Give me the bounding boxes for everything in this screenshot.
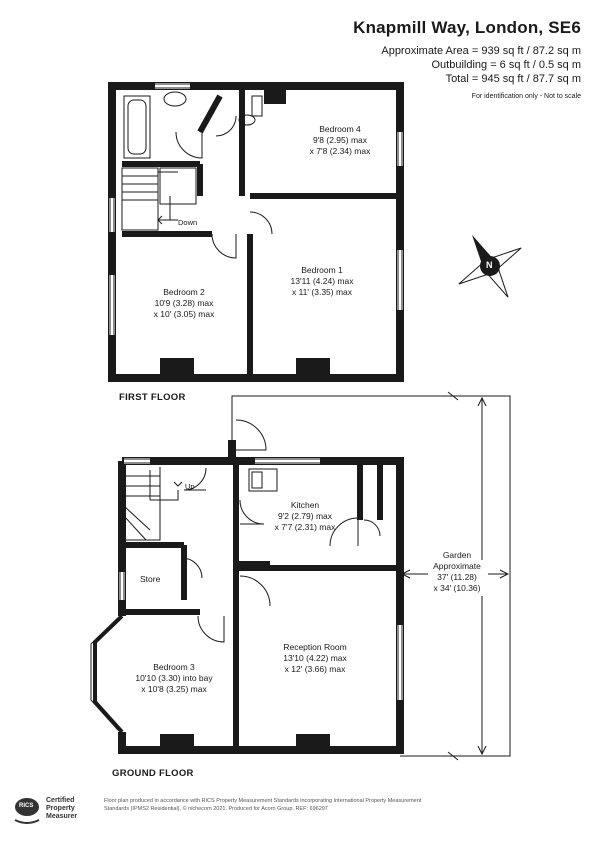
property-title: Knapmill Way, London, SE6 [353,18,581,37]
compass-icon [458,234,522,298]
compass-north-label: N [486,260,493,270]
rics-logo-text: RICS [19,803,34,809]
rics-logo-icon [14,798,40,824]
stairs-down-label: Down [178,218,198,227]
first-floor-label: FIRST FLOOR [119,392,186,403]
stairs-up-label: Up [185,482,195,491]
total-area: Total = 945 sq ft / 87.7 sq m [445,73,581,85]
ground-floor-plan [90,391,511,761]
first-floor-plan [108,82,404,382]
outbuilding-area: Outbuilding = 6 sq ft / 0.5 sq m [431,59,582,71]
room-store: Store [140,574,161,584]
approximate-area: Approximate Area = 939 sq ft / 87.2 sq m [381,45,581,57]
ground-floor-label: GROUND FLOOR [112,768,194,779]
disclaimer: For identification only - Not to scale [471,93,581,100]
footer-note: Floor plan produced in accordance with R… [104,798,422,812]
